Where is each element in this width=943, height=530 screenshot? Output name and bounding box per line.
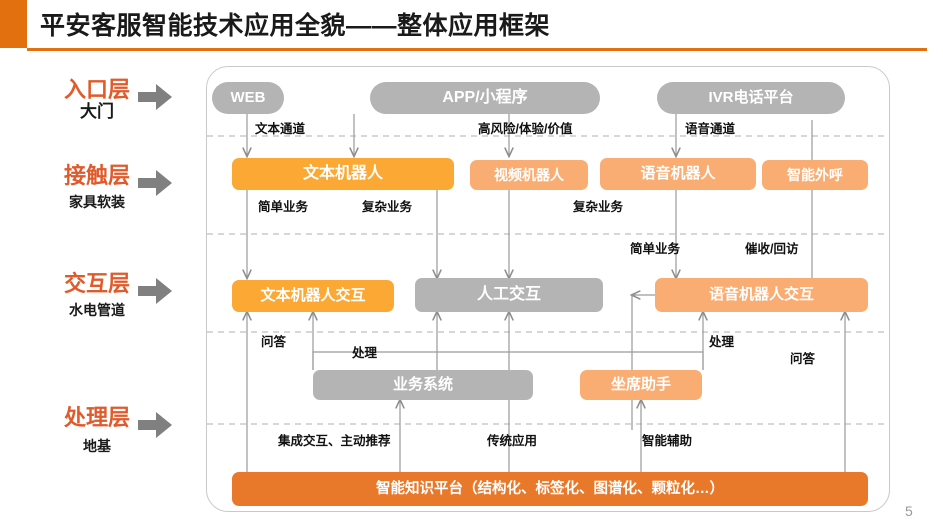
edge-label-simple-business-1: 简单业务 [258, 200, 309, 214]
node-web[interactable]: WEB [212, 82, 284, 114]
edge-label-traditional-app: 传统应用 [487, 434, 538, 448]
node-voice-robot[interactable]: 语音机器人 [600, 158, 756, 190]
edge-label-qa-2: 问答 [790, 352, 816, 366]
edge-label-intelligent-assist: 智能辅助 [642, 434, 693, 448]
layer-entry-title: 入口层 [63, 77, 130, 102]
layer-label-interaction: 交互层 水电管道 [12, 271, 182, 319]
page-number: 5 [905, 503, 913, 519]
edge-label-qa-1: 问答 [261, 335, 287, 349]
layer-label-entry: 入口层 大门 [12, 77, 182, 122]
layer-processing-subtitle: 地基 [83, 438, 111, 455]
header-divider [27, 48, 927, 51]
right-arrow-icon [138, 170, 172, 196]
layer-label-processing: 处理层 地基 [12, 405, 182, 455]
node-business-system[interactable]: 业务系统 [313, 370, 533, 400]
edge-label-simple-business-2: 简单业务 [630, 242, 681, 256]
edge-label-high-risk: 高风险/体验/价值 [478, 122, 573, 136]
layer-interaction-subtitle: 水电管道 [69, 302, 125, 319]
layer-processing-title: 处理层 [63, 405, 130, 430]
edge-label-text-channel: 文本通道 [255, 122, 306, 136]
diagram-container [206, 66, 890, 512]
right-arrow-icon [138, 84, 172, 110]
node-voice-robot-interaction[interactable]: 语音机器人交互 [655, 278, 868, 312]
edge-label-integrated-interaction: 集成交互、主动推荐 [278, 434, 391, 448]
header-accent-bar [0, 0, 27, 48]
layer-interaction-title: 交互层 [63, 271, 130, 296]
edge-label-collection-revisit: 催收/回访 [745, 242, 799, 256]
layer-label-contact: 接触层 家具软装 [12, 163, 182, 211]
layer-contact-title: 接触层 [63, 163, 130, 188]
layer-contact-subtitle: 家具软装 [69, 194, 125, 211]
node-human-interaction[interactable]: 人工交互 [415, 278, 603, 312]
node-text-robot-interaction[interactable]: 文本机器人交互 [232, 280, 394, 312]
page-title: 平安客服智能技术应用全貌——整体应用框架 [40, 12, 551, 40]
node-intelligent-outbound[interactable]: 智能外呼 [762, 160, 868, 190]
right-arrow-icon [138, 278, 172, 304]
edge-label-process-2: 处理 [709, 335, 735, 349]
node-video-robot[interactable]: 视频机器人 [470, 160, 588, 190]
layer-entry-subtitle: 大门 [80, 102, 114, 122]
node-app-miniprogram[interactable]: APP/小程序 [370, 82, 600, 114]
edge-label-complex-business-2: 复杂业务 [573, 200, 624, 214]
edge-label-complex-business-1: 复杂业务 [362, 200, 413, 214]
edge-label-voice-channel: 语音通道 [685, 122, 736, 136]
node-agent-assistant[interactable]: 坐席助手 [580, 370, 702, 400]
slide-header: 平安客服智能技术应用全貌——整体应用框架 [0, 0, 943, 52]
node-knowledge-platform[interactable]: 智能知识平台（结构化、标签化、图谱化、颗粒化…） [232, 472, 868, 506]
edge-label-process-1: 处理 [352, 346, 378, 360]
node-ivr-platform[interactable]: IVR电话平台 [657, 82, 845, 114]
right-arrow-icon [138, 412, 172, 438]
node-text-robot[interactable]: 文本机器人 [232, 158, 454, 190]
